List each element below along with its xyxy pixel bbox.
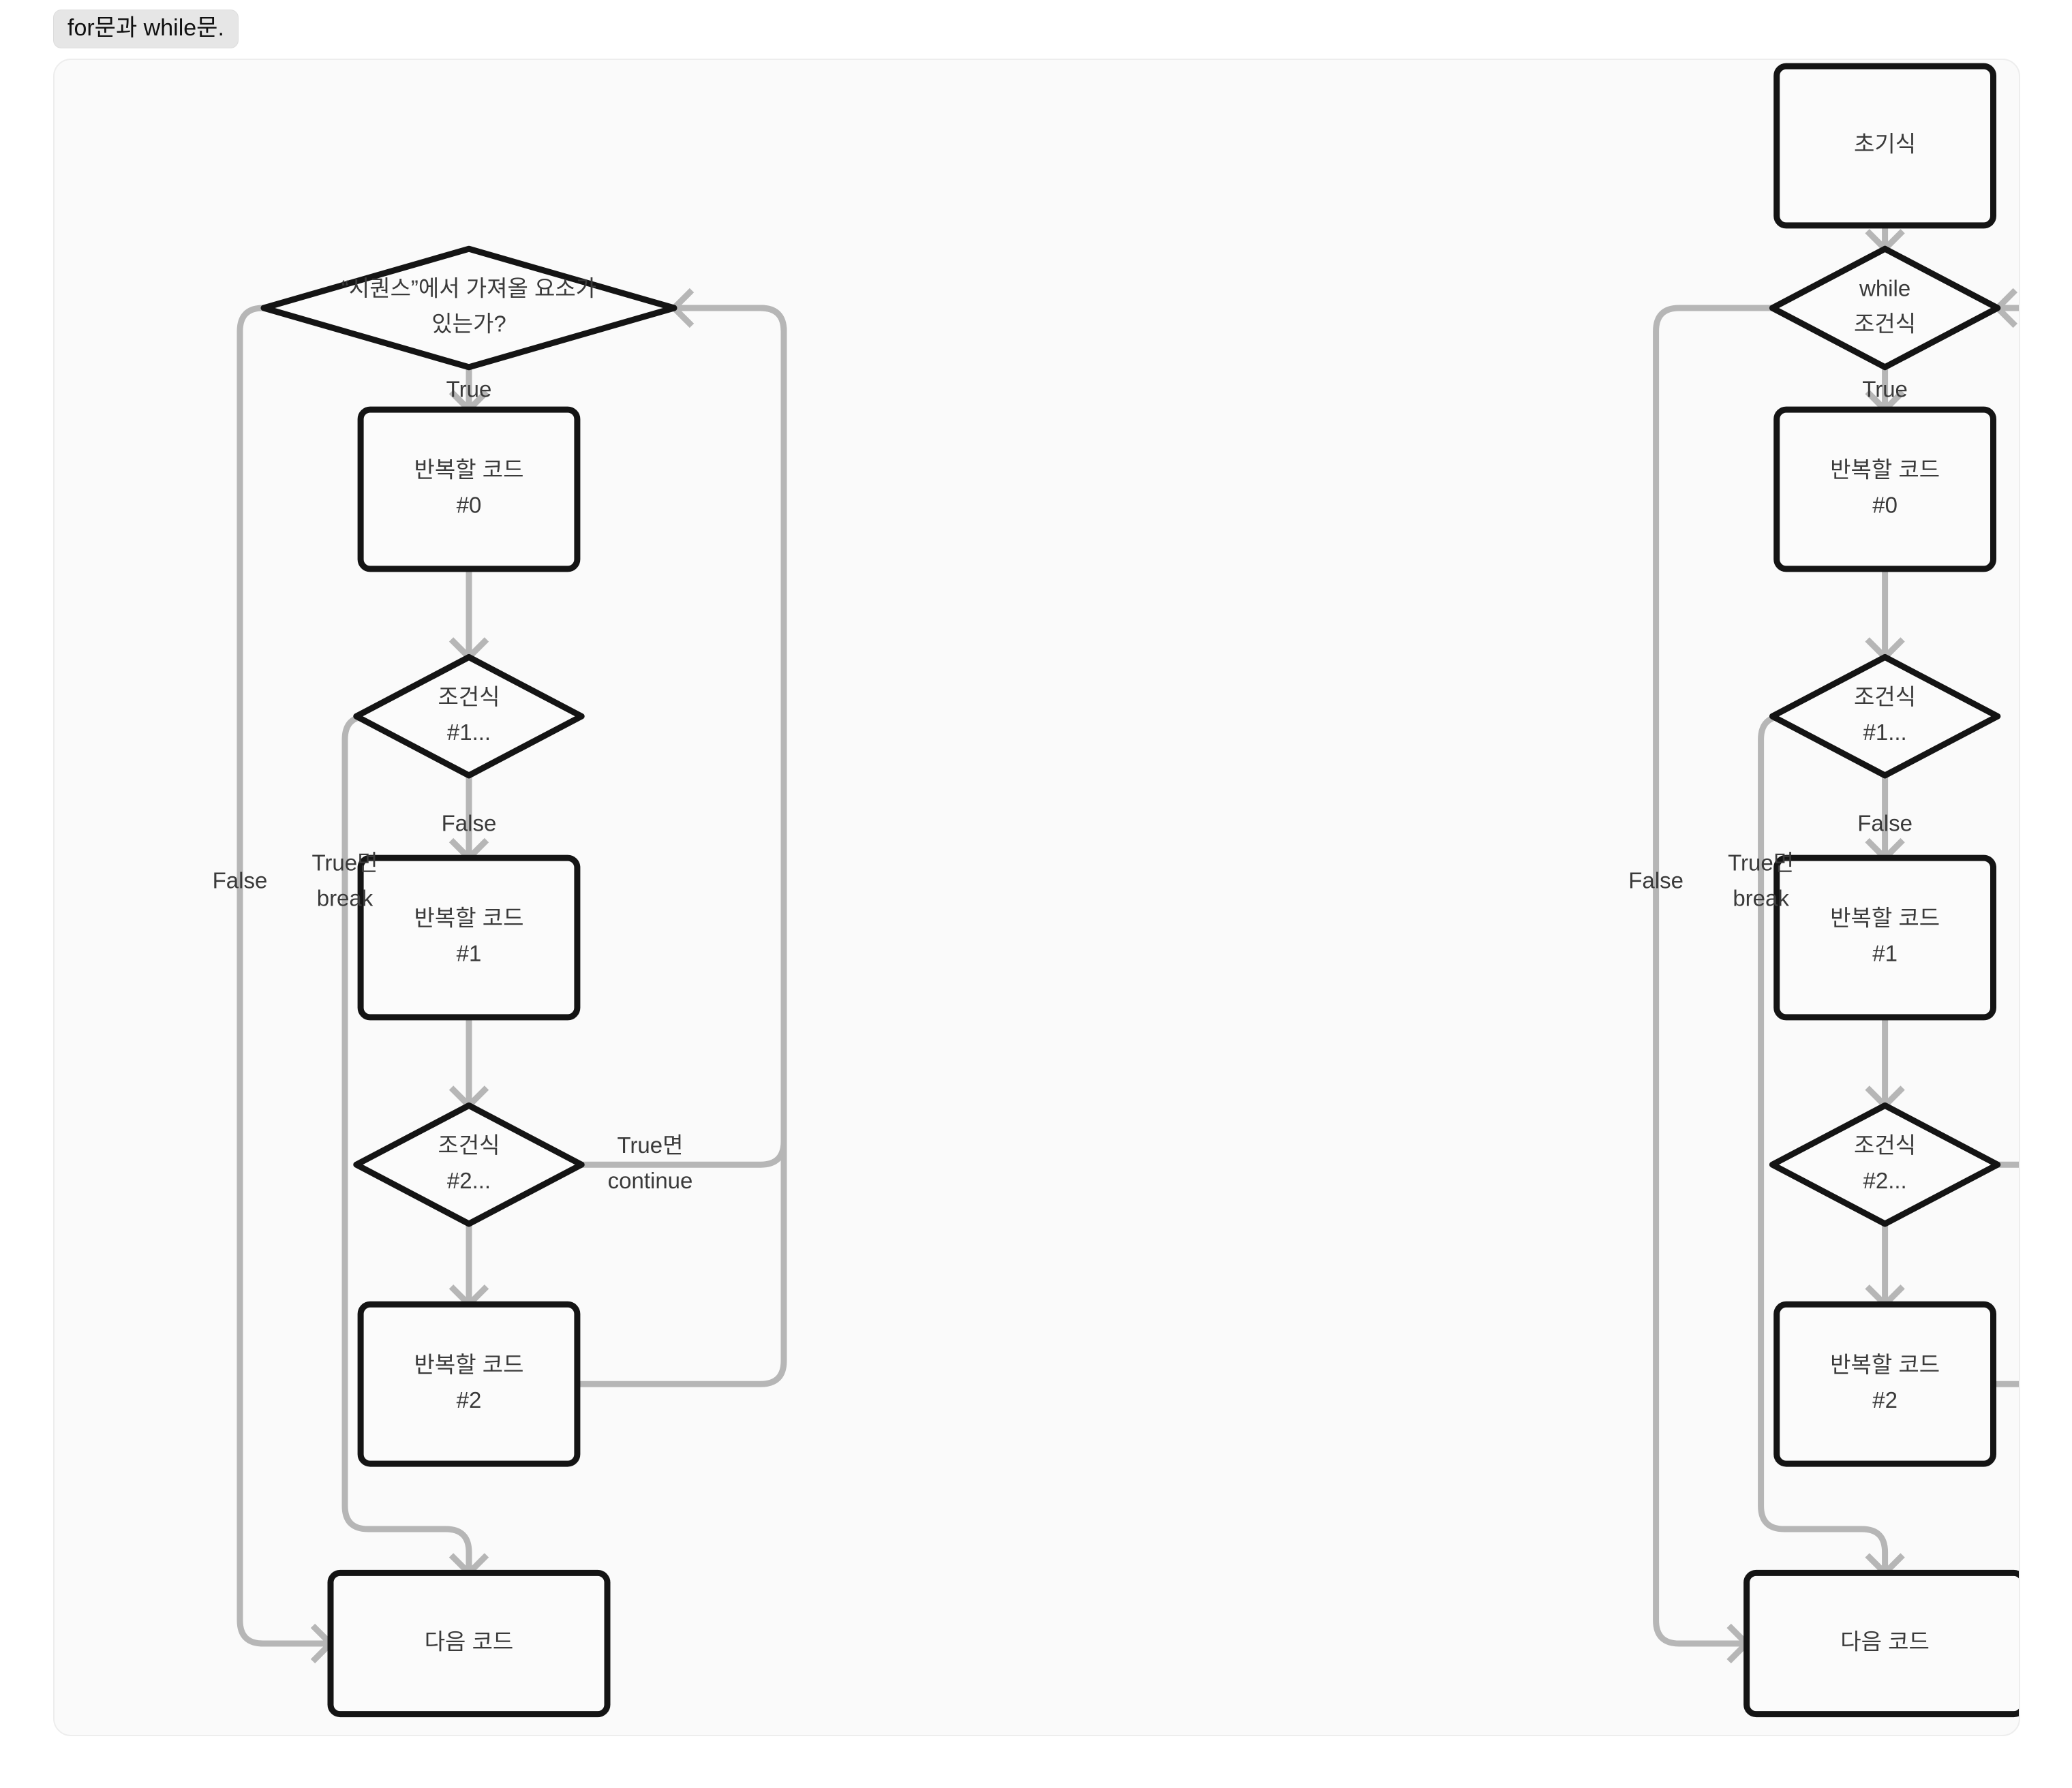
edge-false-to-next xyxy=(1653,305,1773,1647)
edge-label-for-e-falseout: False xyxy=(213,868,268,893)
node-wh-cond2[interactable]: 조건식 #2... xyxy=(1769,1102,2001,1227)
node-diamond-shape[interactable] xyxy=(1769,1102,2001,1227)
edge-label-wh-e-break: True면 break xyxy=(1728,850,1794,911)
edge-label-text: True면 xyxy=(1728,850,1794,876)
node-for-next[interactable]: 다음 코드 xyxy=(327,1569,611,1718)
edge-layer xyxy=(1653,225,2019,1664)
node-label: #1... xyxy=(447,720,491,745)
node-wh-code2[interactable]: 반복할 코드 #2 xyxy=(1773,1301,1996,1467)
edge-label-for-e-true: True xyxy=(446,377,492,402)
node-box-shape[interactable] xyxy=(357,1301,581,1467)
edge-label-for-e-break: True면 break xyxy=(312,850,378,911)
node-label: “시퀀스”에서 가져올 요소가 xyxy=(341,276,596,301)
edge-loopback xyxy=(577,305,787,1387)
node-label: 조건식 xyxy=(438,684,500,709)
node-label: #1... xyxy=(1863,720,1906,745)
node-label: #2... xyxy=(1863,1168,1906,1193)
node-for-code0[interactable]: 반복할 코드 #0 xyxy=(357,406,581,572)
node-label: 반복할 코드 xyxy=(414,1352,524,1377)
edge-break-to-next xyxy=(1758,713,1889,1573)
node-label: 다음 코드 xyxy=(425,1629,514,1654)
edge-label-text: True xyxy=(446,377,492,402)
edge-label-text: False xyxy=(442,811,497,836)
node-diamond-shape[interactable] xyxy=(260,245,677,371)
node-box-shape[interactable] xyxy=(1743,1569,2020,1718)
node-label: 반복할 코드 xyxy=(1830,457,1940,482)
node-box-shape[interactable] xyxy=(327,1569,611,1718)
edge-loopback xyxy=(1993,305,2019,1387)
node-box-shape[interactable] xyxy=(1773,854,1996,1021)
caption-badge: for문과 while문. xyxy=(53,10,239,48)
edge-label-text: break xyxy=(317,886,374,911)
node-box-shape[interactable] xyxy=(357,406,581,572)
node-wh-code0[interactable]: 반복할 코드 #0 xyxy=(1773,406,1996,572)
edge-label-text: False xyxy=(1628,868,1684,893)
node-diamond-shape[interactable] xyxy=(1769,245,2001,371)
node-label: 조건식 xyxy=(1854,684,1916,709)
edge-layer xyxy=(237,288,787,1664)
node-label: 다음 코드 xyxy=(1840,1629,1930,1654)
edge-label-wh-e-false1: False xyxy=(1857,811,1913,836)
node-label: #2 xyxy=(1872,1387,1898,1413)
edge-label-text: break xyxy=(1733,886,1789,911)
node-wh-next[interactable]: 다음 코드 xyxy=(1743,1569,2020,1718)
node-label: #0 xyxy=(457,493,482,518)
edge-label-text: True면 xyxy=(312,850,378,876)
node-label: 초기식 xyxy=(1854,132,1916,157)
node-for-cond1[interactable]: 조건식 #1... xyxy=(353,653,585,779)
edge-label-text: False xyxy=(1857,811,1913,836)
node-wh-code1[interactable]: 반복할 코드 #1 xyxy=(1773,854,1996,1021)
node-label: #1 xyxy=(457,941,482,966)
edge-label-for-e-continue: True면 continue xyxy=(608,1132,693,1193)
node-label: 조건식 xyxy=(438,1132,500,1158)
node-label: #2... xyxy=(447,1168,491,1193)
node-label: 반복할 코드 xyxy=(414,906,524,931)
node-wh-cond1[interactable]: 조건식 #1... xyxy=(1769,653,2001,779)
node-label: 반복할 코드 xyxy=(1830,1352,1940,1377)
node-for-code1[interactable]: 반복할 코드 #1 xyxy=(357,854,581,1021)
edge-label-for-e-false1: False xyxy=(442,811,497,836)
node-wh-cond[interactable]: while 조건식 xyxy=(1769,245,2001,371)
node-label: 조건식 xyxy=(1854,1132,1916,1158)
edge-label-wh-e-true: True xyxy=(1862,377,1908,402)
node-label: 조건식 xyxy=(1854,311,1916,337)
node-wh-init[interactable]: 초기식 xyxy=(1773,63,1996,229)
node-box-shape[interactable] xyxy=(1773,63,1996,229)
node-for-cond2[interactable]: 조건식 #2... xyxy=(353,1102,585,1227)
node-diamond-shape[interactable] xyxy=(353,653,585,779)
edge-continue-loopback xyxy=(1997,305,2019,1168)
node-for-code2[interactable]: 반복할 코드 #2 xyxy=(357,1301,581,1467)
node-diamond-shape[interactable] xyxy=(353,1102,585,1227)
edge-false-to-next xyxy=(237,305,331,1647)
node-box-shape[interactable] xyxy=(1773,406,1996,572)
edge-continue-loopback xyxy=(581,305,787,1168)
node-diamond-shape[interactable] xyxy=(1769,653,2001,779)
node-box-shape[interactable] xyxy=(1773,1301,1996,1467)
node-label: #2 xyxy=(457,1387,482,1413)
edge-label-text: False xyxy=(213,868,268,893)
edge-break-to-next xyxy=(341,713,472,1573)
node-label: 반복할 코드 xyxy=(1830,906,1940,931)
node-label: #0 xyxy=(1872,493,1898,518)
edge-label-text: True면 xyxy=(618,1132,684,1158)
edge-label-text: continue xyxy=(608,1168,693,1193)
edge-label-text: True xyxy=(1862,377,1908,402)
node-label: #1 xyxy=(1872,941,1898,966)
node-label: 반복할 코드 xyxy=(414,457,524,482)
node-label: while xyxy=(1859,276,1910,301)
node-label: 있는가? xyxy=(431,311,506,337)
edge-label-wh-e-falseout: False xyxy=(1628,868,1684,893)
node-box-shape[interactable] xyxy=(357,854,581,1021)
